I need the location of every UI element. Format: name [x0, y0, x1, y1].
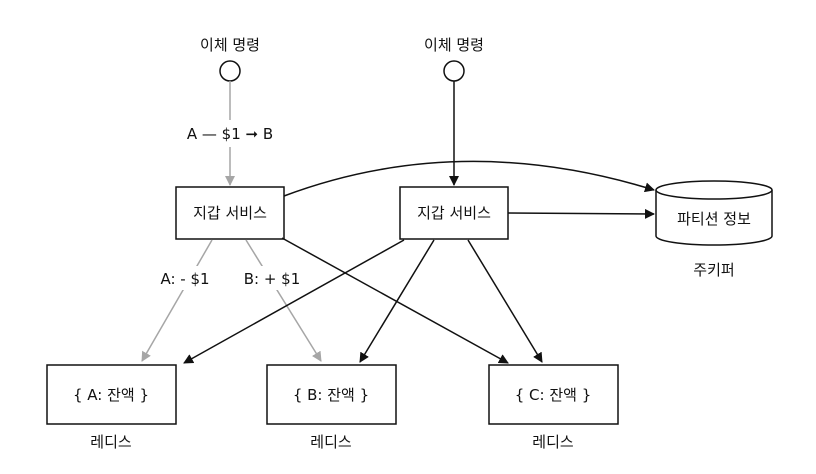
edge-right-service-to-redis-a [183, 239, 405, 364]
zookeeper-cylinder [655, 180, 773, 246]
edge-left-service-to-redis-a [141, 239, 213, 362]
redis-content-a: { A: 잔액 } [73, 386, 149, 404]
edge-left-service-to-zookeeper [283, 160, 655, 197]
label-bg-b-credit [240, 266, 304, 290]
transfer-command-input-left [219, 60, 241, 82]
redis-box-c [488, 364, 619, 425]
redis-box-a [46, 364, 177, 425]
zookeeper-caption: 주키퍼 [693, 261, 734, 279]
wallet-service-label-left: 지갑 서비스 [193, 204, 267, 222]
edge-label-b-credit: B: + $1 [244, 270, 301, 288]
edge-left-service-to-redis-c [281, 237, 509, 364]
redis-content-c: { C: 잔액 } [515, 386, 592, 404]
transfer-command-input-right [443, 60, 465, 82]
edge-right-service-to-zookeeper [507, 208, 655, 219]
partition-info-label: 파티션 정보 [677, 210, 751, 228]
edge-right-service-to-redis-b [359, 239, 435, 363]
redis-caption-b: 레디스 [310, 433, 352, 451]
edge-right-service-to-redis-c [467, 239, 543, 363]
redis-caption-c: 레디스 [532, 433, 574, 451]
wallet-service-box-left [175, 186, 285, 240]
redis-box-b [266, 364, 397, 425]
edge-left-service-to-redis-b [245, 239, 322, 362]
transfer-command-label-left: 이체 명령 [200, 36, 260, 54]
transfer-amount-label: A — $1 ➞ B [187, 125, 273, 143]
redis-content-b: { B: 잔액 } [293, 386, 369, 404]
wallet-service-box-right [399, 186, 509, 240]
label-bg-a-debit [154, 266, 216, 290]
wallet-service-label-right: 지갑 서비스 [417, 204, 491, 222]
redis-caption-a: 레디스 [90, 433, 132, 451]
transfer-command-label-right: 이체 명령 [424, 36, 484, 54]
edge-label-a-debit: A: - $1 [160, 270, 209, 288]
